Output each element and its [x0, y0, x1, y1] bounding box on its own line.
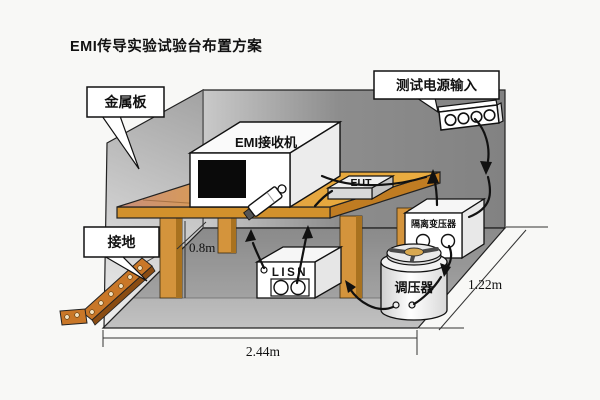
table-front-band: [116, 206, 331, 219]
test-power-input-label: 测试电源输入: [396, 77, 477, 93]
bnc-connector: [243, 184, 287, 221]
ground-label: 接地: [108, 234, 136, 250]
emi-receiver-label: EMI接收机: [235, 135, 297, 150]
callout-metal-plate: 金属板: [86, 86, 165, 170]
power-strip: [437, 99, 504, 131]
metal-plate-label: 金属板: [104, 94, 148, 110]
receiver-screen: [198, 160, 246, 198]
regulator-terminal-left: [392, 301, 400, 309]
cable-receiver-to-table-corner: [320, 174, 428, 187]
callout-test-power-input: 测试电源输入: [373, 70, 500, 114]
voltage-regulator-label: 调压器: [394, 280, 434, 295]
callout-ground: 接地: [83, 226, 160, 282]
cable-down-to-transformer: [467, 175, 492, 219]
table-height-label: 0.8m: [189, 240, 215, 255]
table-front-legs: [159, 215, 363, 299]
emi-receiver: EMI接收机: [187, 120, 343, 209]
cable-lisn-to-eut-upper: [313, 189, 334, 208]
width-dimension-label: 2.44m: [246, 344, 281, 359]
voltage-regulator: 调压器: [380, 243, 448, 321]
eut-label: EUT: [351, 177, 373, 189]
cables: [245, 117, 492, 310]
table-height-dimension: 0.8m: [176, 221, 215, 298]
transformer-socket-right: [440, 233, 456, 249]
lisn-socket-left: [273, 279, 289, 296]
cable-into-regulator-right: [412, 275, 443, 306]
depth-dimension-label: 1.22m: [468, 277, 503, 292]
cable-lisn-to-probe: [251, 241, 266, 270]
power-outlets: [444, 109, 496, 127]
cable-regulator-to-lisn: [348, 287, 395, 310]
depth-dimension: 1.22m: [419, 226, 548, 331]
isolation-transformer-label: 隔离变压器: [411, 218, 457, 229]
width-dimension: 2.44m: [102, 330, 418, 359]
cable-power-strip-down: [473, 117, 490, 163]
diagram-title: EMI传导实验试验台布置方案: [70, 37, 262, 55]
lisn-label: LISN: [272, 267, 308, 279]
